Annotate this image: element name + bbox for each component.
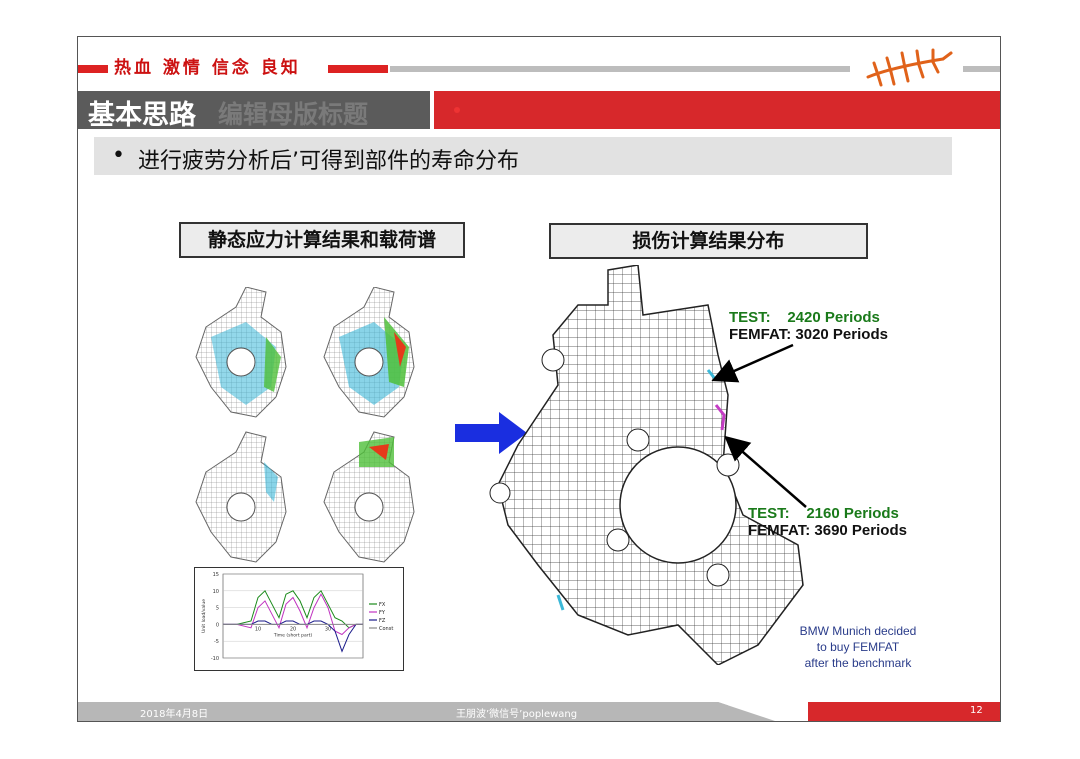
femfat-value-top: 3020 Periods bbox=[795, 326, 888, 343]
chart-x-axis-label: Time (short part) bbox=[273, 632, 312, 638]
femfat-label-top: FEMFAT: bbox=[729, 326, 792, 343]
chart-x-tick-label: 20 bbox=[290, 626, 296, 632]
chart-y-tick-label: -5 bbox=[214, 639, 219, 645]
chart-plot-area bbox=[222, 573, 364, 659]
annotation-arrows bbox=[711, 343, 807, 508]
chart-y-tick-label: 10 bbox=[213, 589, 219, 595]
footer-date: 2018年4月8日 bbox=[140, 709, 209, 720]
femfat-value-bottom: 3690 Periods bbox=[814, 522, 907, 539]
chart-series-line-fy bbox=[223, 593, 363, 636]
test-value-bottom: 2160 Periods bbox=[806, 505, 899, 522]
chart-y-tick-label: 5 bbox=[216, 606, 219, 612]
title-dot bbox=[454, 107, 460, 113]
chart-y-tick-label: -10 bbox=[211, 656, 219, 662]
footer-bar: 2018年4月8日 王朋波’微信号’poplewang 12 bbox=[78, 702, 1000, 721]
bullet-box: • 进行疲劳分析后’可得到部件的寿命分布 bbox=[94, 137, 952, 175]
chart-y-tick-label: 15 bbox=[213, 572, 219, 578]
test-value-top: 2420 Periods bbox=[787, 309, 880, 326]
bullet-text: 进行疲劳分析后’可得到部件的寿命分布 bbox=[138, 149, 519, 174]
title-placeholder-ghost: 编辑母版标题 bbox=[218, 100, 369, 129]
caption-damage-distribution: 损伤计算结果分布 bbox=[549, 223, 868, 259]
bmw-note-line-3: after the benchmark bbox=[804, 656, 912, 670]
bullet-marker: • bbox=[112, 143, 125, 168]
chart-legend-label: FY bbox=[379, 610, 386, 616]
mesh-result-1 bbox=[195, 287, 287, 418]
footer-author: 王朋波’微信号’poplewang bbox=[456, 709, 578, 720]
leaf-logo-icon bbox=[866, 48, 953, 87]
blue-arrow-icon bbox=[455, 412, 527, 454]
slogan-text: 热血 激情 信念 良知 bbox=[110, 53, 305, 78]
annotation-bottom: TEST: 2160 Periods FEMFAT: 3690 Periods bbox=[748, 505, 907, 539]
knuckle-damage-mesh bbox=[489, 265, 804, 665]
chart-legend-label: FX bbox=[379, 602, 386, 608]
annotation-top: TEST: 2420 Periods FEMFAT: 3020 Periods bbox=[729, 309, 888, 343]
mesh-result-4 bbox=[323, 431, 415, 563]
page-title: 基本思路 bbox=[88, 100, 196, 131]
title-bar: 编辑母版标题 基本思路 bbox=[78, 91, 1000, 131]
chart-series-line-fx bbox=[223, 589, 363, 629]
chart-y-tick-label: 0 bbox=[216, 622, 219, 628]
bmw-note-line-1: BMW Munich decided bbox=[799, 624, 917, 638]
femfat-label-bottom: FEMFAT: bbox=[748, 522, 811, 539]
bmw-note-line-2: to buy FEMFAT bbox=[816, 640, 900, 654]
page-number: 12 bbox=[970, 705, 983, 716]
chart-x-tick-label: 30 bbox=[325, 626, 331, 632]
bmw-note: BMW Munich decided to buy FEMFAT after t… bbox=[758, 623, 958, 671]
slide: 热血 激情 信念 良知 编辑母版标题 基本思路 • 进行疲劳分析后’可得到部件的… bbox=[77, 36, 1001, 722]
mesh-result-3 bbox=[195, 431, 287, 563]
mesh-result-2 bbox=[323, 287, 415, 418]
chart-legend-label: Const bbox=[379, 626, 393, 632]
stress-result-images bbox=[195, 287, 415, 563]
chart-y-axis-label: Unit load/value bbox=[201, 599, 207, 633]
test-label-bottom: TEST: bbox=[748, 505, 790, 522]
slogan-bar bbox=[78, 65, 1000, 73]
test-label-top: TEST: bbox=[729, 309, 771, 326]
caption-static-stress: 静态应力计算结果和载荷谱 bbox=[179, 222, 465, 258]
chart-legend-label: FZ bbox=[379, 618, 386, 624]
chart-x-tick-label: 10 bbox=[255, 626, 261, 632]
